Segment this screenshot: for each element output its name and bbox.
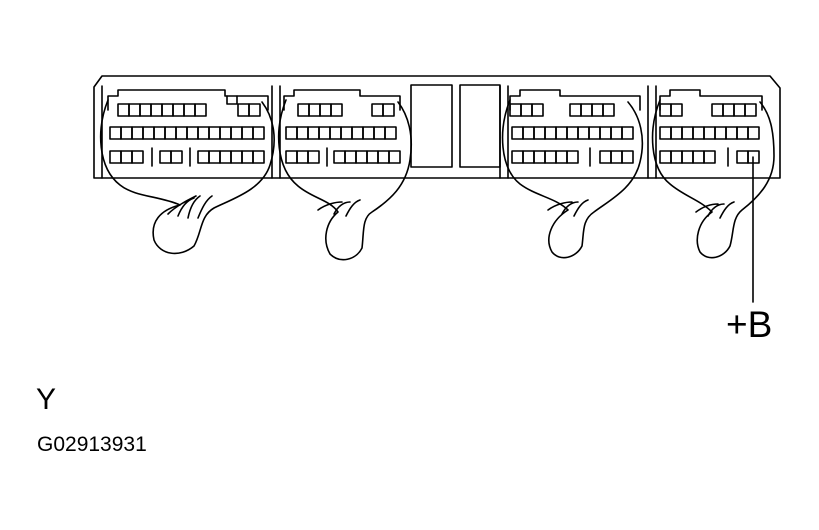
connector-3-pin-row-bottom — [511, 150, 634, 164]
connector-1 — [99, 89, 275, 255]
connector-1-harness-loop — [99, 99, 275, 255]
connector-2 — [277, 89, 413, 261]
connector-3-harness-loop — [501, 99, 644, 259]
terminal-label: +B — [726, 304, 773, 345]
connector-1-pin-row-middle — [109, 126, 265, 140]
connector-2-harness-loop — [277, 99, 413, 261]
connector-4-pin-row-middle — [659, 126, 760, 140]
connector-4-pin-row-top — [659, 103, 757, 117]
connector-4 — [651, 89, 775, 259]
connector-3-pin-row-middle — [511, 126, 634, 140]
connector-1-pin-row-bottom — [109, 150, 265, 164]
ecu-connector-housing — [93, 75, 781, 179]
connector-4-pin-row-bottom — [659, 150, 760, 164]
connector-2-pin-row-middle — [285, 126, 397, 140]
connector-2-pin-row-top — [297, 103, 395, 117]
connector-2-pin-row-bottom — [285, 150, 401, 164]
connector-3 — [501, 89, 644, 259]
wire-color-label: Y — [36, 383, 57, 416]
figure-id: G02913931 — [37, 433, 147, 456]
connector-1-pin-row-top — [117, 103, 261, 117]
connector-4-harness-loop — [651, 99, 775, 259]
connector-3-pin-row-top — [509, 103, 615, 117]
